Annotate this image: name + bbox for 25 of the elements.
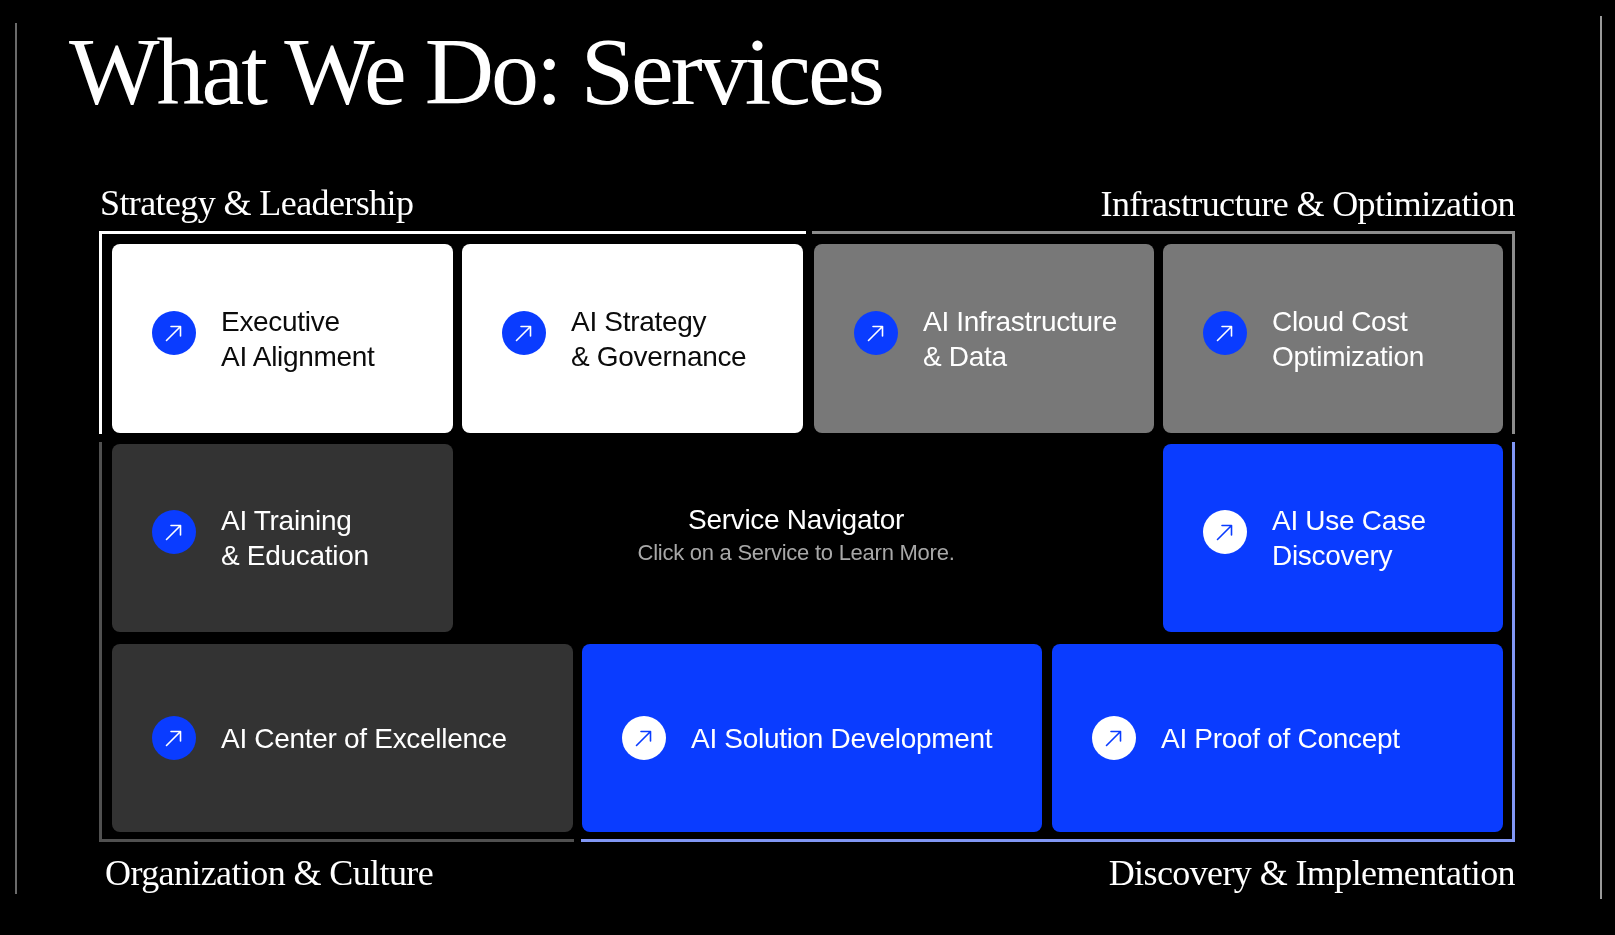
navigator-heading: Service Navigator bbox=[688, 503, 904, 537]
service-card bbox=[1163, 444, 1503, 632]
card-title: AI Proof of Concept bbox=[1161, 721, 1400, 756]
service-card bbox=[112, 644, 573, 832]
card-title: Executive AI Alignment bbox=[221, 304, 375, 374]
card-title: AI Strategy & Governance bbox=[571, 304, 747, 374]
service-card bbox=[462, 244, 803, 433]
service-card bbox=[1163, 244, 1503, 433]
card-title: AI Use Case Discovery bbox=[1272, 504, 1426, 573]
group-heading: Organization & Culture bbox=[105, 853, 434, 893]
navigator-hint: Click on a Service to Learn More. bbox=[637, 539, 955, 567]
service-card bbox=[582, 644, 1042, 832]
service-card bbox=[1052, 644, 1503, 832]
card-title: AI Training & Education bbox=[221, 504, 369, 573]
group-heading: Strategy & Leadership bbox=[100, 183, 414, 223]
service-card bbox=[112, 444, 453, 632]
service-card bbox=[814, 244, 1154, 433]
card-title: AI Solution Development bbox=[691, 721, 993, 756]
group-heading: Infrastructure & Optimization bbox=[1100, 184, 1515, 224]
group-heading: Discovery & Implementation bbox=[1108, 853, 1515, 893]
card-title: AI Infrastructure & Data bbox=[923, 304, 1118, 374]
card-title: AI Center of Excellence bbox=[221, 721, 507, 756]
card-title: Cloud Cost Optimization bbox=[1272, 304, 1424, 374]
service-card bbox=[112, 244, 453, 433]
page-title: What We Do: Services bbox=[69, 24, 882, 120]
